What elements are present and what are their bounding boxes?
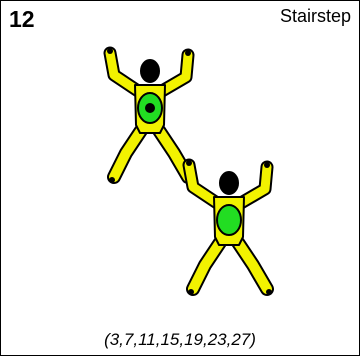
upper-skydiver <box>107 48 193 183</box>
lower-skydiver <box>186 160 272 295</box>
formation-sequence: (3,7,11,15,19,23,27) <box>1 331 359 348</box>
upper-container-mark <box>145 103 155 113</box>
lower-container <box>217 205 241 235</box>
